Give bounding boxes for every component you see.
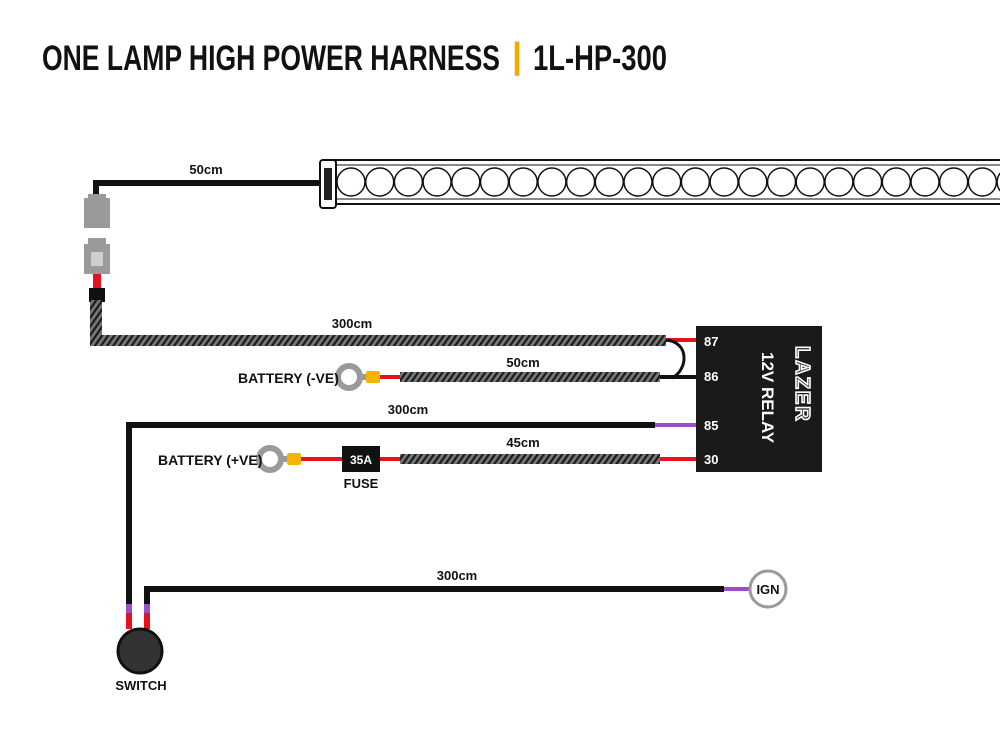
relay-12v: 87 86 85 30 12V RELAY LAZER — [696, 326, 822, 472]
led-lens — [680, 167, 711, 197]
led-lens — [795, 167, 825, 197]
relay-pin-85: 85 — [704, 418, 718, 433]
fuse-holder: 35A — [342, 446, 380, 472]
led-lens — [852, 167, 883, 197]
cable-length-lamp-lead: 50cm — [189, 162, 222, 177]
relay-jumper-wire — [665, 338, 686, 380]
led-lens — [336, 167, 366, 197]
led-lens — [393, 167, 424, 197]
led-lens — [594, 167, 625, 197]
cable-length-battery-negative: 50cm — [506, 355, 539, 370]
lazer-logo: LAZER — [791, 346, 813, 423]
cable-length-switch-to-ign: 300cm — [437, 568, 477, 583]
switch-to-ign-cable — [144, 586, 750, 604]
battery-negative-lead — [335, 363, 696, 391]
switch — [116, 604, 164, 675]
led-lens — [709, 167, 739, 197]
title-separator: | — [512, 35, 522, 77]
led-lens — [479, 167, 510, 197]
led-lens — [364, 167, 395, 197]
page-title: ONE LAMP HIGH POWER HARNESS — [42, 39, 500, 78]
led-lens — [537, 167, 567, 197]
led-lens — [623, 167, 653, 197]
relay-name: 12V RELAY — [758, 352, 777, 444]
lamp-to-relay-cable — [90, 300, 696, 346]
relay-pin-87: 87 — [704, 334, 718, 349]
cable-length-lamp-to-relay: 300cm — [332, 316, 372, 331]
fuse-rating: 35A — [350, 453, 372, 467]
led-lens — [996, 172, 1000, 192]
led-lens — [766, 167, 797, 197]
lamp-lead-cable — [93, 180, 320, 198]
led-lens — [422, 167, 452, 197]
led-lens — [938, 167, 969, 197]
cable-length-battery-positive: 45cm — [506, 435, 539, 450]
led-lens — [451, 167, 481, 197]
ign-label: IGN — [756, 582, 779, 597]
ign-terminal: IGN — [748, 569, 788, 609]
led-light-bar — [319, 159, 1000, 209]
led-lens — [910, 167, 940, 197]
led-lens — [738, 167, 768, 197]
led-lens — [508, 167, 538, 197]
led-lens — [565, 167, 596, 197]
led-lens — [651, 167, 682, 197]
fuse-label: FUSE — [344, 476, 379, 491]
led-lens — [967, 167, 998, 197]
lamp-connector — [84, 194, 110, 302]
battery-positive-label: BATTERY (+VE) — [158, 452, 262, 468]
battery-positive-lead — [256, 445, 696, 473]
product-code: 1L-HP-300 — [533, 39, 667, 78]
switch-label: SWITCH — [115, 678, 166, 693]
relay-to-switch-cable — [126, 422, 696, 604]
cable-length-relay-to-switch: 300cm — [388, 402, 428, 417]
battery-negative-label: BATTERY (-VE) — [238, 370, 339, 386]
led-lens — [824, 167, 854, 197]
relay-pin-86: 86 — [704, 369, 718, 384]
relay-pin-30: 30 — [704, 452, 718, 467]
led-lens — [881, 167, 912, 197]
